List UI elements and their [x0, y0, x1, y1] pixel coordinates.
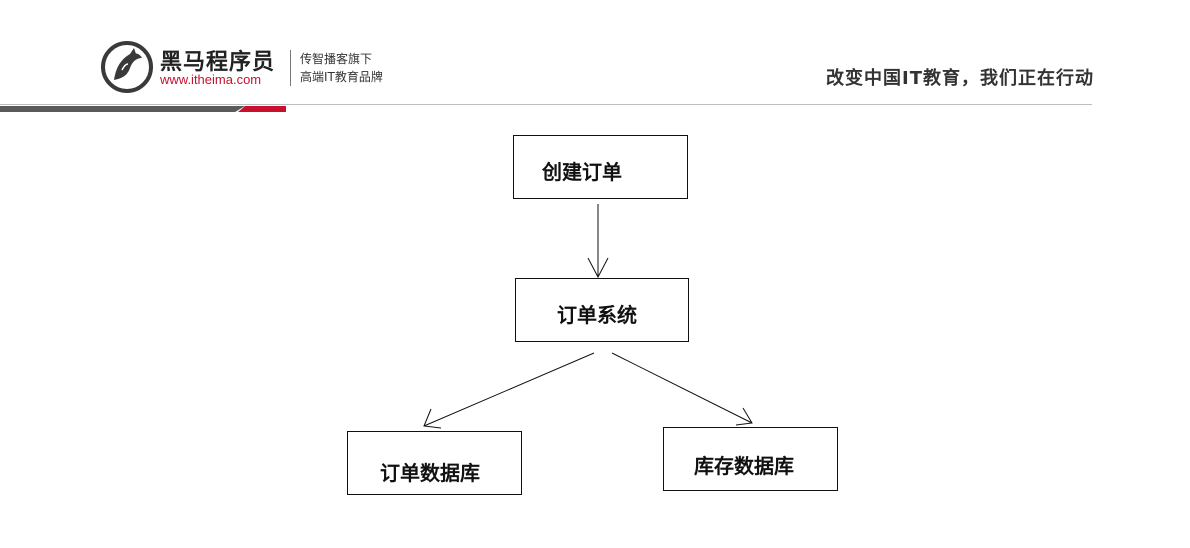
node-order-db-label: 订单数据库: [380, 461, 480, 485]
header-divider-line: [0, 104, 1092, 105]
node-create-order: 创建订单: [513, 135, 688, 199]
brand-url: www.itheima.com: [160, 72, 262, 87]
edge-order-system-to-inventory-db: [611, 352, 753, 426]
node-order-system: 订单系统: [515, 278, 689, 342]
node-create-order-label: 创建订单: [542, 160, 622, 184]
brand-tagline-line1: 传智播客旗下: [300, 52, 373, 66]
edge-create-order-to-order-system: [587, 204, 609, 279]
node-inventory-db: 库存数据库: [663, 427, 838, 491]
brand-name: 黑马程序员: [160, 50, 276, 75]
brand-divider: [290, 50, 291, 86]
header-accent-bar-dark: [0, 106, 245, 112]
header-accent-bar-red: [238, 106, 286, 112]
node-inventory-db-label: 库存数据库: [694, 454, 794, 478]
slogan: 改变中国IT教育，我们正在行动: [826, 68, 1094, 89]
brand-tagline-line2: 高端IT教育品牌: [300, 70, 383, 84]
node-order-system-label: 订单系统: [557, 303, 637, 327]
horse-logo-icon: [101, 41, 153, 93]
edge-order-system-to-order-db: [423, 352, 595, 429]
node-order-db: 订单数据库: [347, 431, 522, 495]
